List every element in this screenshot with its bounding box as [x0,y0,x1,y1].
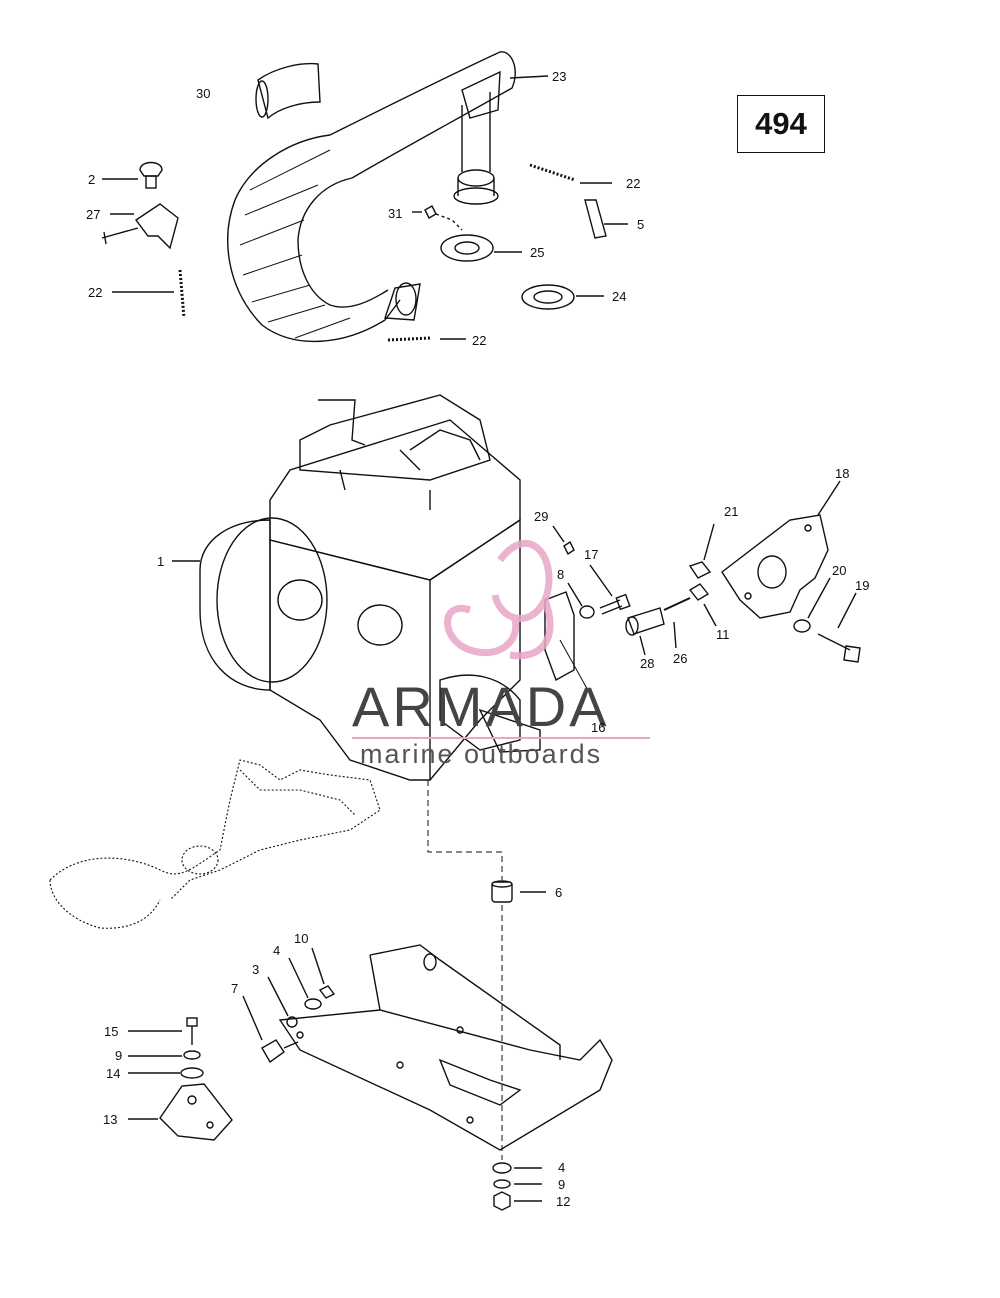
callout-9-left: 9 [115,1048,122,1063]
part-19-bolt [817,592,861,663]
part-25-grommet [440,234,522,262]
callout-28: 28 [640,656,654,671]
part-10-nut [311,947,336,999]
part-18-plate [721,480,841,619]
callout-20: 20 [832,563,846,578]
part-15-bolt [128,1017,198,1045]
part-31-nut [412,205,463,231]
callout-22-left: 22 [88,285,102,300]
callout-7: 7 [231,981,238,996]
watermark-logo [444,540,554,660]
motor-mount-plate [278,944,613,1151]
callout-4-bottom: 4 [558,1160,565,1175]
callout-29: 29 [534,509,548,524]
part-30-sleeve [255,62,321,120]
callout-27: 27 [86,207,100,222]
watermark-tagline: marine outboards [360,739,602,769]
callout-4-top: 4 [273,943,280,958]
callout-15: 15 [104,1024,118,1039]
part-4-washer-top [288,957,322,1010]
callout-8: 8 [557,567,564,582]
part-21-nut [688,523,715,579]
part-12-nut [493,1191,542,1211]
part-1-engine [172,394,541,781]
callout-5: 5 [637,217,644,232]
part-2-knob [102,161,163,189]
part-7-stud [242,995,299,1064]
part-29-nut [552,525,575,556]
callout-6: 6 [555,885,562,900]
callout-11: 11 [716,627,730,642]
callout-30: 30 [196,86,210,101]
part-24-washer [521,284,604,310]
callout-23: 23 [552,69,566,84]
callout-22-top: 22 [626,176,640,191]
callout-3: 3 [252,962,259,977]
part-5-clip [584,199,628,239]
watermark: ARMADA marine outboards [352,540,650,769]
part-8-washer [567,582,595,619]
part-6-spacer [491,880,546,903]
part-27-clamp [101,203,179,250]
part-26-bolt [663,597,691,649]
callout-18: 18 [835,466,849,481]
part-17-bolt [589,564,631,615]
part-13-mount-bracket [128,1083,233,1141]
callout-21: 21 [724,504,738,519]
part-9-lockwasher-left [128,1050,201,1060]
part-20-washer [793,577,831,633]
callout-19: 19 [855,578,869,593]
callout-16: 16 [591,720,605,735]
callout-1: 1 [157,554,164,569]
callout-14: 14 [106,1066,120,1081]
watermark-brand: ARMADA [352,675,610,738]
callout-10: 10 [294,931,308,946]
part-14-washer [128,1067,204,1079]
callout-22-bottom: 22 [472,333,486,348]
part-22-spring-bottom [387,336,466,342]
callout-26: 26 [673,651,687,666]
part-28-sleeve [625,607,665,656]
part-4-washer-bottom [492,1162,542,1174]
callout-12: 12 [556,1194,570,1209]
callouts: 30 23 2 27 22 22 22 31 25 5 24 1 29 17 8… [86,69,869,1209]
part-22-spring-left [112,269,186,319]
part-9-lockwasher-bottom [493,1179,542,1189]
callout-2: 2 [88,172,95,187]
callout-24: 24 [612,289,626,304]
part-3-washer [267,976,298,1028]
diagram-number: 494 [755,106,807,141]
part-22-spring-top [529,163,612,184]
diagram-number-box: 494 [737,95,825,153]
callout-31: 31 [388,206,402,221]
callout-9-bottom: 9 [558,1177,565,1192]
callout-17: 17 [584,547,598,562]
callout-13: 13 [103,1112,117,1127]
exhaust-manifold-ghost [49,759,381,929]
callout-25: 25 [530,245,544,260]
part-11-nut [688,583,717,627]
part-23-exhaust-pipe [227,51,549,343]
part-16-bracket [544,591,601,713]
